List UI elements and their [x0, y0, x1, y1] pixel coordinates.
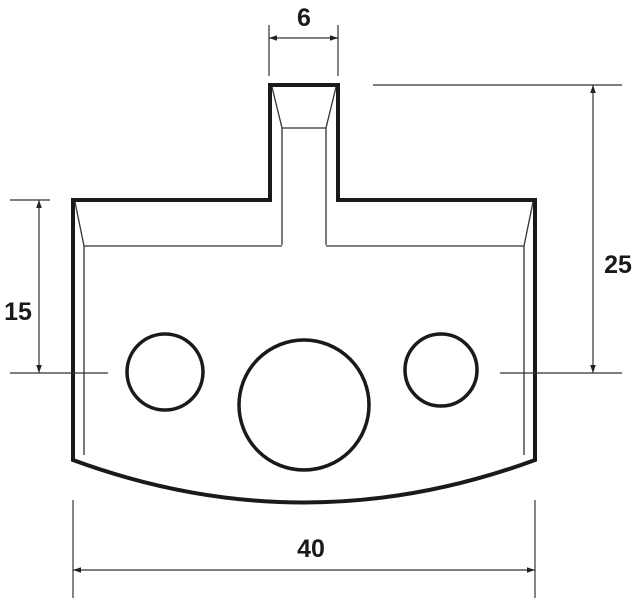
bevel-lines [74, 86, 534, 455]
holes [125, 332, 479, 472]
dimension-label-top: 6 [297, 4, 311, 32]
knife-outline [71, 83, 537, 505]
hole-right [403, 332, 479, 408]
dimension-label-right: 25 [604, 251, 632, 279]
hole-left [125, 332, 205, 412]
dimension-right-height [373, 84, 622, 374]
hole-center [237, 338, 371, 472]
dimension-bottom-width [72, 500, 536, 598]
dimension-left-height [10, 199, 108, 374]
dimension-top-width [268, 25, 339, 76]
dimension-label-left: 15 [4, 298, 32, 326]
dimension-label-bottom: 40 [297, 535, 325, 563]
